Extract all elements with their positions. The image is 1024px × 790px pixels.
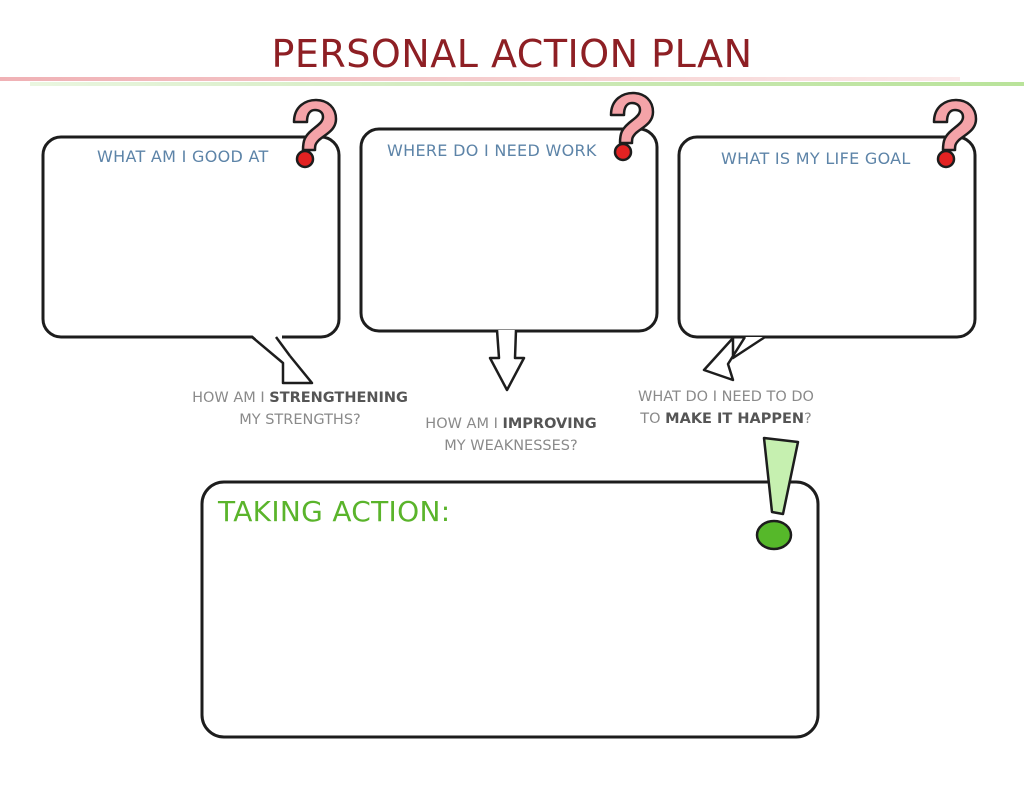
prompt-improving: HOW AM I IMPROVING MY WEAKNESSES?	[412, 413, 610, 457]
prompt-text: HOW AM I	[425, 416, 503, 432]
page-title: PERSONAL ACTION PLAN	[271, 32, 753, 76]
prompt-strengthening: HOW AM I STRENGTHENING MY STRENGTHS?	[183, 387, 417, 431]
question-mark-icon	[932, 98, 978, 169]
box-life-goal	[677, 135, 977, 382]
taking-action-box	[200, 480, 820, 739]
prompt-text: TO	[640, 411, 666, 427]
box-good-at	[41, 135, 341, 385]
box-need-work	[359, 127, 659, 392]
title-underline-green	[30, 82, 1024, 86]
prompt-text: WHAT DO I NEED TO DO	[638, 389, 814, 405]
prompt-text: HOW AM I	[192, 390, 270, 406]
exclamation-mark-icon	[755, 436, 800, 551]
taking-action-label: TAKING ACTION:	[218, 495, 451, 528]
box-label-life-goal: WHAT IS MY LIFE GOAL	[721, 149, 911, 168]
box-label-good-at: WHAT AM I GOOD AT	[97, 147, 269, 166]
prompt-emphasis: IMPROVING	[502, 416, 597, 432]
prompt-make-it-happen: WHAT DO I NEED TO DO TO MAKE IT HAPPEN?	[623, 386, 829, 430]
prompt-emphasis: MAKE IT HAPPEN	[665, 411, 804, 427]
prompt-text: MY STRENGTHS?	[239, 412, 361, 428]
title-underline-red	[0, 77, 960, 81]
prompt-text: ?	[804, 411, 812, 427]
question-mark-icon	[292, 98, 338, 169]
prompt-text: MY WEAKNESSES?	[444, 438, 578, 454]
question-mark-icon	[609, 91, 655, 162]
prompt-emphasis: STRENGTHENING	[269, 390, 408, 406]
box-label-need-work: WHERE DO I NEED WORK	[387, 141, 597, 160]
